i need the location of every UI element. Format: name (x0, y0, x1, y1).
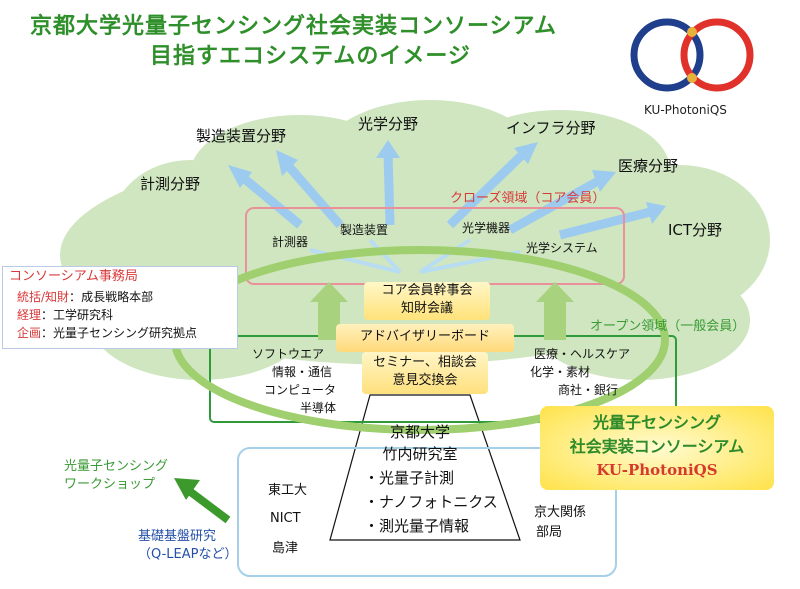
core-board-box: コア会員幹事会 知財会議 (364, 282, 490, 320)
root-left-1: 東工大 (268, 483, 308, 498)
title-line-1: 京都大学光量子センシング社会実装コンソーシアム (30, 14, 558, 39)
open-left-item-1: ソフトウエア (252, 347, 325, 361)
workshop-line-2: ワークショップ (64, 477, 156, 492)
trunk-line-5: ・測光量子情報 (364, 517, 470, 535)
office-row-1: 統括/知財：成長戦略本部 (17, 290, 154, 305)
open-right-item-1: 医療・ヘルスケア (534, 347, 631, 361)
open-domain-label: オープン領域（一般会員） (590, 319, 746, 334)
core-board-line-2: 知財会議 (400, 301, 453, 316)
field-keisoku: 計測分野 (140, 175, 201, 193)
field-arrows (237, 148, 652, 240)
office-value-3: 光量子センシング研究拠点 (53, 326, 198, 340)
closed-item-kogakukiki: 光学機器 (462, 221, 511, 235)
office-sep-1: ： (69, 290, 82, 304)
title-line-2: 目指すエコシステムのイメージ (150, 44, 471, 69)
field-arrowheads (228, 140, 666, 224)
root-right-1: 京大関係 (534, 505, 587, 520)
field-seizo: 製造装置分野 (196, 127, 287, 145)
seminar-box: セミナー、相談会 意見交換会 (362, 352, 488, 394)
closed-domain-label: クローズ領域（コア会員） (450, 191, 606, 206)
field-ict: ICT分野 (668, 221, 723, 239)
closed-item-seizosochi: 製造装置 (340, 223, 389, 237)
advisory-board-label: アドバイザリーボード (359, 329, 490, 344)
badge-line-3: KU-PhotoniQS (596, 461, 718, 479)
trunk-line-1: 京都大学 (389, 423, 450, 441)
open-left-item-4: 半導体 (300, 401, 337, 415)
closed-item-kogakusystem: 光学システム (526, 241, 598, 255)
workshop-line-1: 光量子センシング (64, 459, 169, 474)
office-value-1: 成長戦略本部 (81, 290, 154, 304)
root-left-2: NICT (270, 511, 301, 526)
logo-label: KU-PhotoniQS (644, 103, 727, 117)
office-value-2: 工学研究科 (53, 308, 114, 322)
workshop-arrow (174, 478, 231, 524)
consortium-office-box: コンソーシアム事務局 統括/知財：成長戦略本部 経理：工学研究科 企画：光量子セ… (2, 266, 238, 349)
badge-line-2: 社会実装コンソーシアム (569, 437, 745, 456)
office-role-1: 統括/知財 (17, 290, 70, 304)
office-role-2: 経理 (17, 308, 42, 322)
core-board-line-1: コア会員幹事会 (381, 283, 473, 298)
open-right-item-3: 商社・銀行 (558, 383, 619, 397)
office-title: コンソーシアム事務局 (9, 269, 138, 284)
office-role-3: 企画 (17, 326, 42, 340)
open-left-item-2: 情報・通信 (272, 365, 333, 379)
office-sep-3: ： (41, 326, 54, 340)
field-infra: インフラ分野 (506, 119, 596, 137)
seminar-line-1: セミナー、相談会 (373, 355, 477, 370)
root-right-2: 部局 (536, 525, 563, 540)
seminar-line-2: 意見交換会 (392, 373, 458, 388)
advisory-board-box: アドバイザリーボード (336, 324, 514, 352)
closed-item-keisokuki: 計測器 (272, 235, 309, 249)
office-row-2: 経理：工学研究科 (17, 308, 114, 323)
consortium-badge: 光量子センシング 社会実装コンソーシアム KU-PhotoniQS (540, 406, 774, 490)
trunk-line-2: 竹内研究室 (382, 445, 458, 463)
root-left-3: 島津 (272, 541, 299, 556)
office-sep-2: ： (41, 308, 54, 322)
basic-research-line-2: （Q-LEAPなど） (138, 547, 238, 562)
field-kogaku: 光学分野 (358, 115, 419, 133)
trunk-line-4: ・ナノフォトニクス (364, 493, 498, 511)
upward-arrows (310, 282, 574, 340)
field-iryo: 医療分野 (618, 157, 679, 175)
basic-research-line-1: 基礎基盤研究 (138, 529, 217, 544)
office-row-3: 企画：光量子センシング研究拠点 (17, 326, 198, 341)
open-left-item-3: コンピュータ (264, 383, 337, 397)
trunk-line-3: ・光量子計測 (364, 469, 455, 487)
open-right-item-2: 化学・素材 (530, 365, 591, 379)
logo-rings (630, 18, 754, 92)
badge-line-1: 光量子センシング (592, 413, 721, 432)
research-base-box (237, 447, 617, 577)
